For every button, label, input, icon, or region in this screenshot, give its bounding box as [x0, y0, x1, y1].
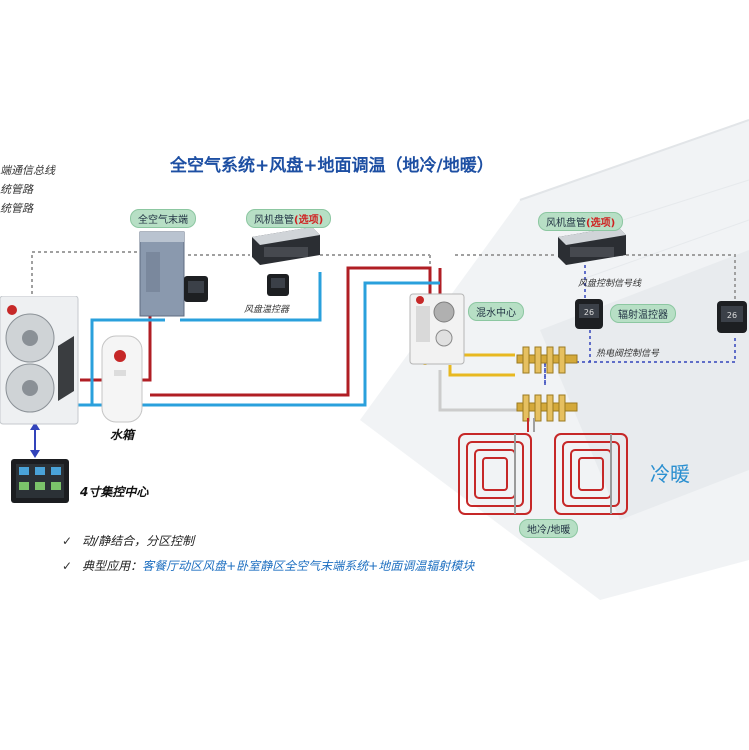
- svg-text:26: 26: [584, 308, 594, 317]
- label-floor: 地冷/地暖: [519, 519, 579, 538]
- page-title: 全空气系统+风盘+地面调温（地冷/地暖）: [170, 156, 494, 176]
- label-ahu: 全空气末端: [130, 209, 196, 228]
- legend-bus: 端通信总线: [0, 164, 55, 177]
- floor-coil-icon: [458, 433, 628, 515]
- thermostat-icon: [267, 274, 289, 296]
- label-fcu-right: 风机盘管(选项): [538, 212, 624, 231]
- svg-text:26: 26: [727, 311, 737, 320]
- label-fcu-left: 风机盘管(选项): [246, 209, 332, 228]
- air-handler-icon: [139, 231, 185, 317]
- manifold-icon: [516, 346, 578, 422]
- legend-pipe-1: 统管路: [0, 183, 33, 196]
- fan-coil-icon: [252, 227, 320, 265]
- thermostat-icon: [184, 276, 208, 302]
- fan-coil-icon: [558, 227, 626, 265]
- label-radiant-thermostat: 辐射温控器: [610, 304, 676, 323]
- legend-pipe-2: 统管路: [0, 202, 33, 215]
- bus-lines: [31, 251, 736, 300]
- cold-pipes: [78, 272, 440, 407]
- water-tank-icon: [101, 335, 143, 423]
- label-fcu-signal: 风盘控制信号线: [578, 279, 642, 289]
- thermostat-icon: 26: [575, 299, 603, 329]
- outdoor-unit-icon: [0, 296, 79, 425]
- label-valve-signal: 热电阀控制信号: [596, 349, 660, 359]
- label-water-tank: 水箱: [110, 428, 135, 442]
- label-control-center: 4寸集控中心: [80, 485, 149, 499]
- label-mixing-center: 混水中心: [468, 302, 524, 321]
- touch-panel-icon: [11, 459, 69, 503]
- signal-lines: [544, 265, 736, 385]
- bullet-1: ✓动/静结合，分区控制: [62, 534, 195, 548]
- bullet-2: ✓典型应用：客餐厅动区风盘+卧室静区全空气末端系统+地面调温辐射模块: [62, 559, 475, 573]
- label-fcu-thermostat: 风盘温控器: [244, 305, 290, 315]
- thermostat-icon: 26: [717, 301, 747, 333]
- brand-logo: 冷暖: [650, 462, 690, 486]
- mixing-center-icon: [409, 293, 465, 365]
